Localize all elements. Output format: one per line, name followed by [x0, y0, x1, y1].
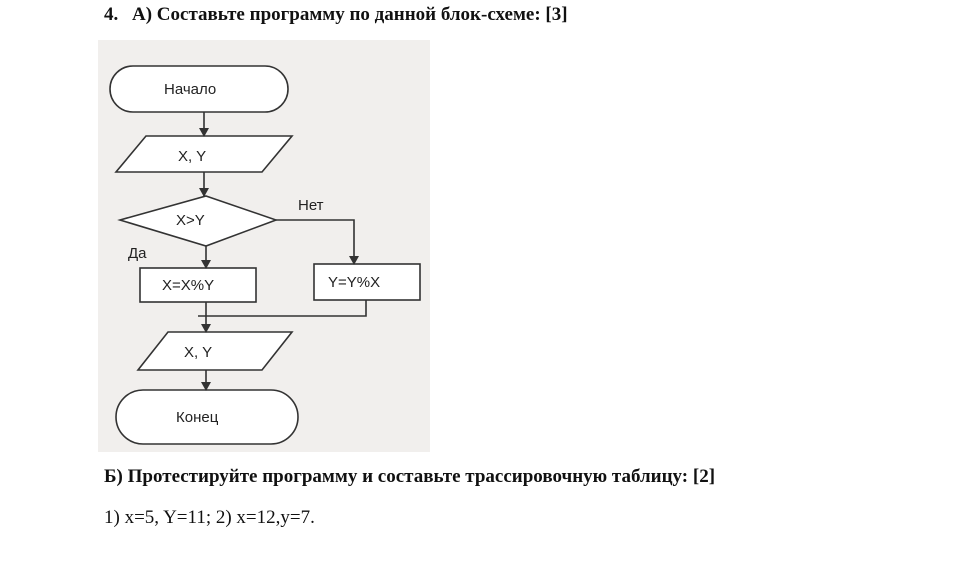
task-number: 4.	[104, 4, 119, 25]
yes-action-box	[139, 267, 257, 303]
no-action-box	[313, 263, 421, 301]
output-parallelogram	[136, 331, 294, 371]
yes-branch-label: Да	[128, 245, 147, 262]
start-label: Начало	[164, 81, 216, 98]
input-label: X, Y	[178, 148, 206, 165]
start-terminator	[109, 65, 289, 113]
end-label: Конец	[176, 409, 219, 426]
no-action-label: Y=Y%X	[328, 274, 380, 291]
task-a-heading: 4. А) Составьте программу по данной блок-…	[104, 4, 568, 26]
task-a-text: А) Составьте программу по данной блок-сх…	[132, 4, 568, 25]
arrow-condition-no	[276, 219, 359, 265]
yes-action-label: X=X%Y	[162, 277, 214, 294]
no-branch-label: Нет	[298, 197, 324, 214]
task-b-test-data: 1) x=5, Y=11; 2) x=12,y=7.	[104, 507, 315, 528]
output-label: X, Y	[184, 344, 212, 361]
task-b-heading: Б) Протестируйте программу и составьте т…	[104, 466, 716, 487]
flowchart-image: Начало X, Y X>Y Нет Да X=X%Y Y=Y%X X, Y …	[98, 40, 430, 452]
input-parallelogram	[114, 135, 294, 173]
line-no-merge	[198, 300, 367, 317]
flowchart: Начало X, Y X>Y Нет Да X=X%Y Y=Y%X X, Y …	[109, 65, 421, 445]
condition-label: X>Y	[176, 212, 205, 229]
